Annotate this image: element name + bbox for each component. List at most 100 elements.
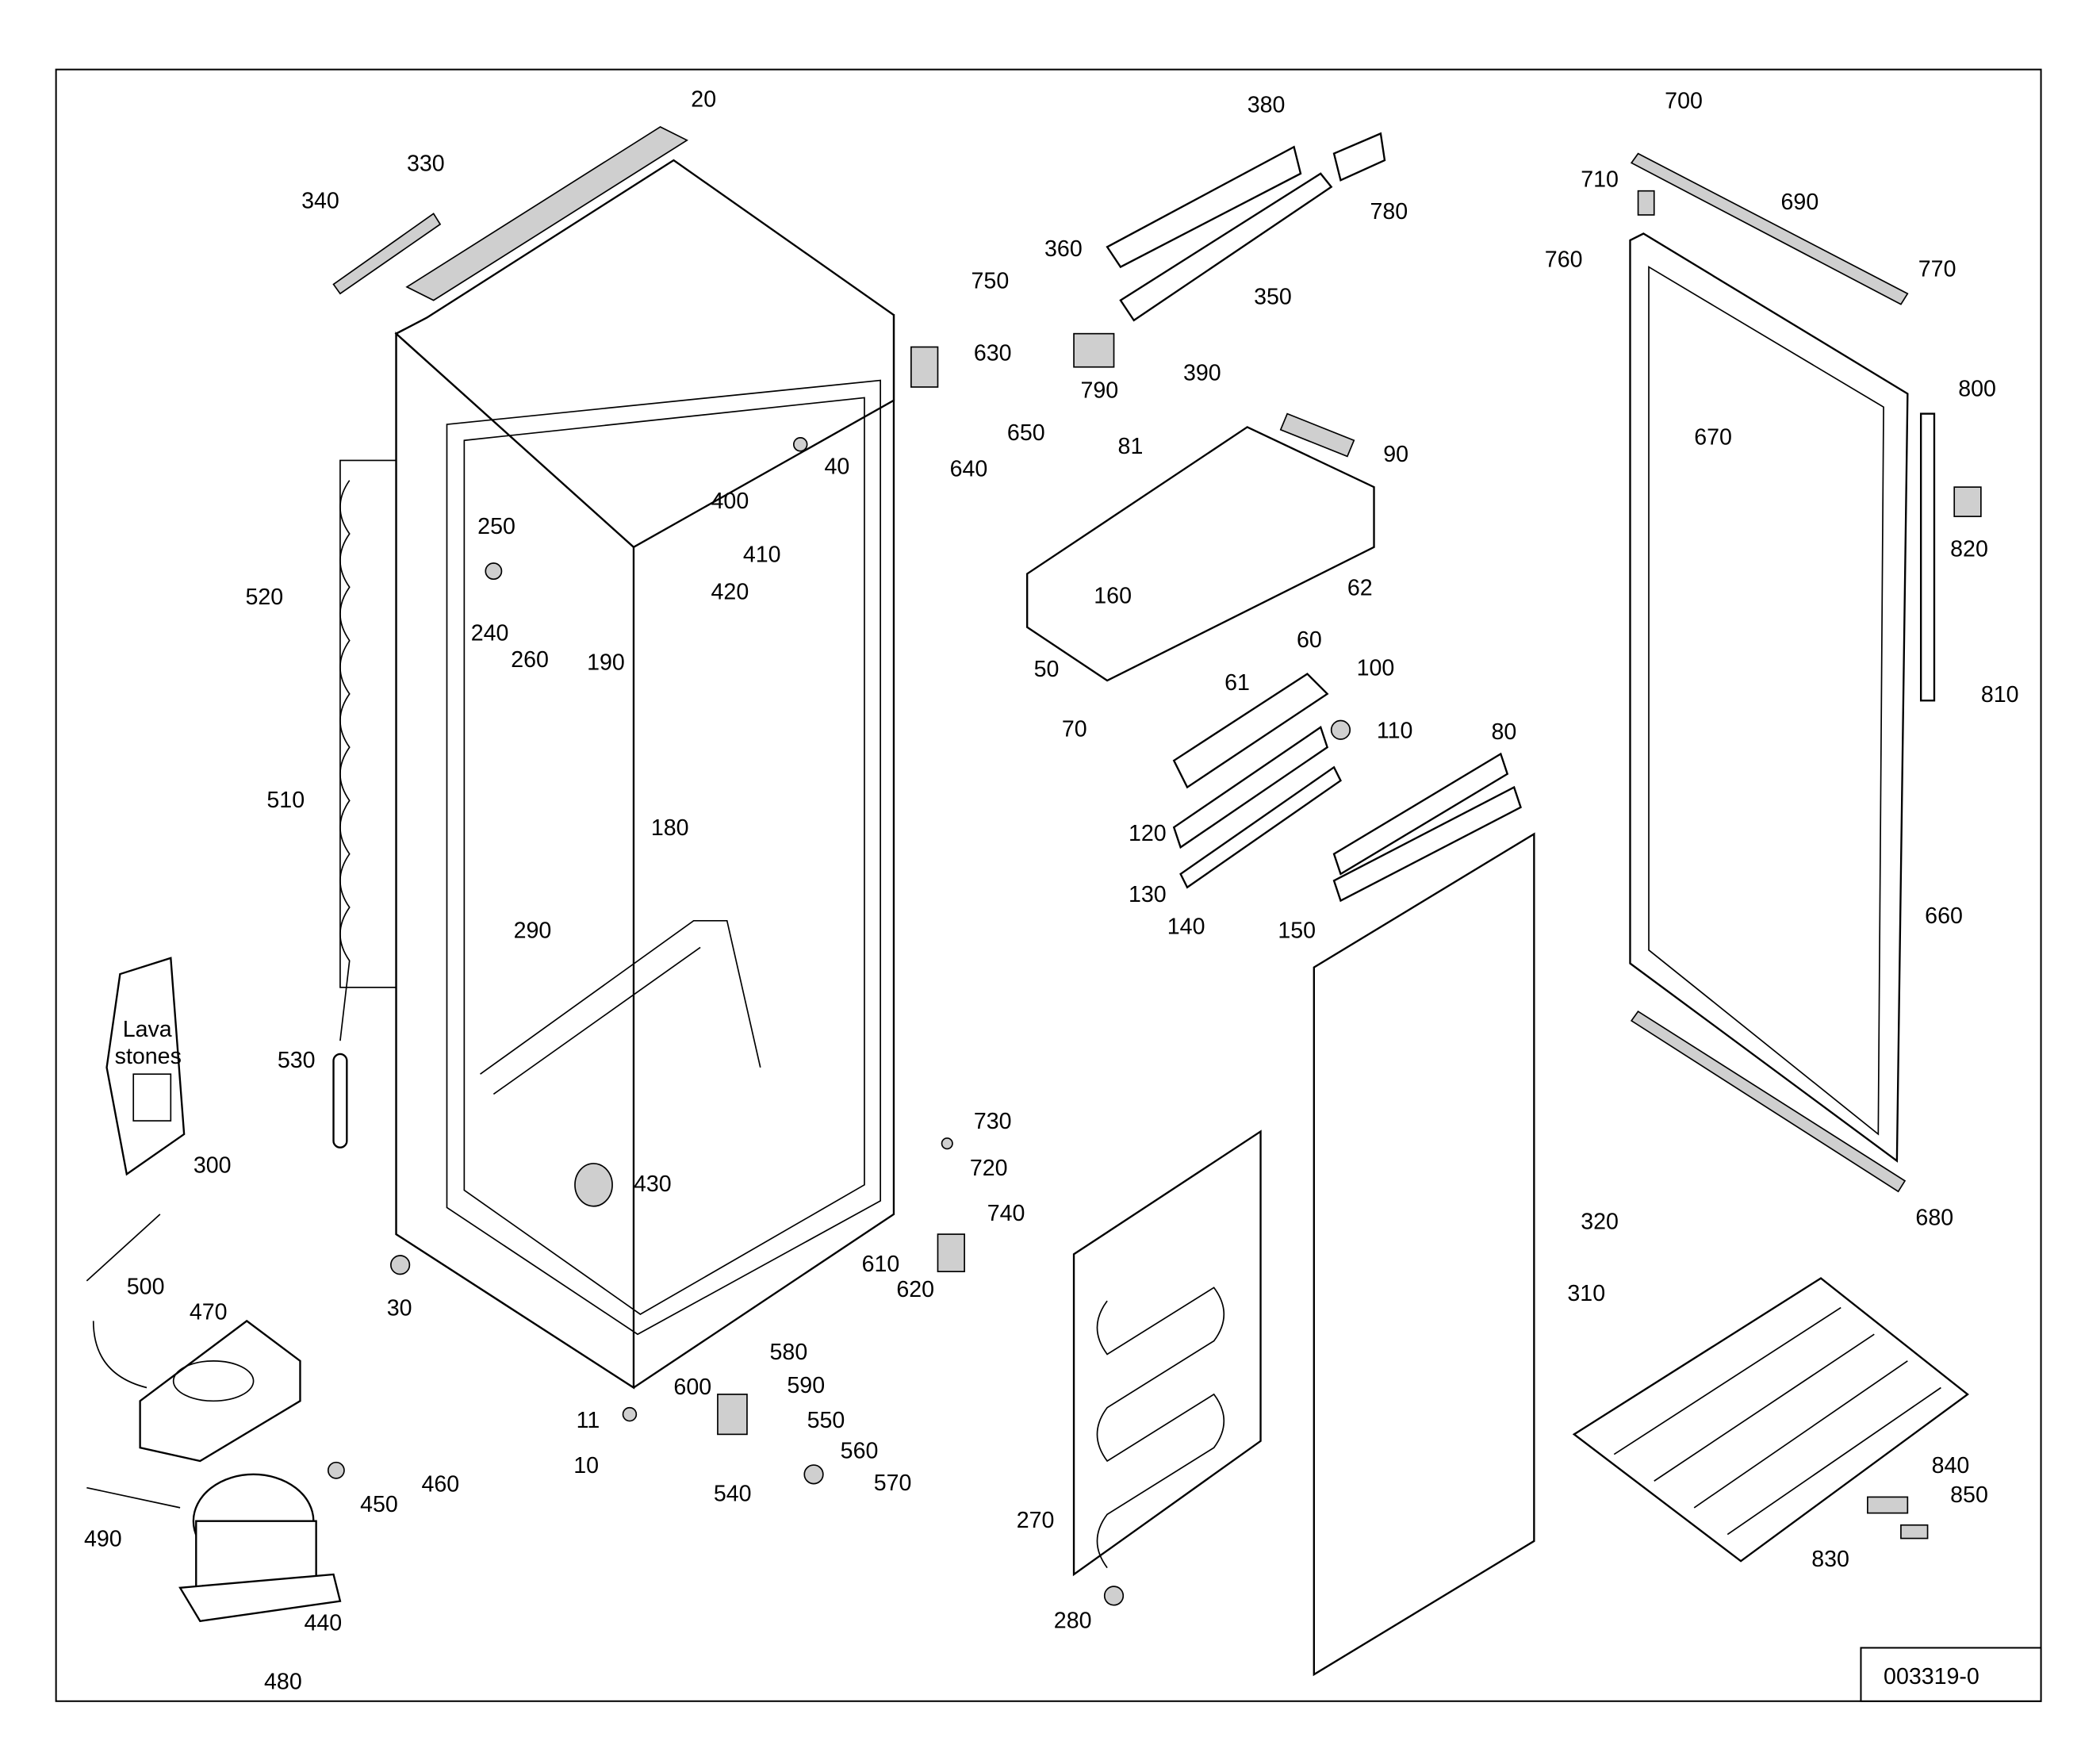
capillary-part-530: [332, 1053, 348, 1149]
part-label-390: 390: [1183, 361, 1221, 386]
board-part-80: [1332, 752, 1509, 876]
control-panel-part-360: [1106, 145, 1302, 269]
part-label-480: 480: [264, 1670, 302, 1695]
rear-panel-part-310: [1313, 832, 1535, 1677]
part-840: [1867, 1496, 1909, 1514]
part-label-430: 430: [634, 1172, 672, 1197]
part-label-670: 670: [1694, 424, 1732, 450]
part-label-130: 130: [1129, 882, 1167, 907]
part-label-110: 110: [1377, 718, 1413, 743]
part-label-450: 450: [360, 1492, 398, 1517]
part-label-690: 690: [1781, 190, 1819, 215]
part-label-790: 790: [1080, 378, 1118, 403]
part-label-120: 120: [1129, 821, 1167, 846]
part-label-400: 400: [711, 489, 749, 514]
part-label-50: 50: [1034, 657, 1060, 682]
part-label-530: 530: [278, 1048, 316, 1073]
part-label-30: 30: [387, 1296, 412, 1321]
part-label-550: 550: [807, 1408, 845, 1433]
pipe-part-490: [86, 1486, 181, 1509]
part-label-20: 20: [691, 87, 716, 113]
part-label-60: 60: [1297, 627, 1322, 653]
part-label-440: 440: [305, 1611, 343, 1636]
part-label-730: 730: [974, 1109, 1012, 1134]
part-label-90: 90: [1383, 442, 1408, 467]
part-label-150: 150: [1278, 918, 1316, 944]
bag-text-line2: stones: [115, 1044, 182, 1069]
hinge-bar-part-680: [1630, 1010, 1907, 1193]
door-part-660: [1629, 152, 1936, 1193]
part-label-11: 11: [577, 1408, 600, 1433]
fan-part-430: [574, 1163, 613, 1207]
part-label-840: 840: [1932, 1453, 1970, 1478]
rail-part-350: [1119, 172, 1333, 322]
part-label-300: 300: [194, 1153, 232, 1179]
part-label-460: 460: [422, 1472, 460, 1497]
cabinet-body: [390, 159, 895, 1390]
part-label-700: 700: [1665, 88, 1703, 113]
part-label-280: 280: [1054, 1608, 1092, 1633]
evaporator-part-270: [1072, 1129, 1262, 1577]
part-label-800: 800: [1958, 377, 1996, 402]
part-label-100: 100: [1357, 655, 1395, 681]
part-label-470: 470: [190, 1300, 228, 1325]
part-label-520: 520: [245, 585, 283, 610]
part-label-80: 80: [1492, 719, 1517, 745]
part-label-310: 310: [1567, 1281, 1605, 1306]
part-label-750: 750: [972, 268, 1010, 293]
part-label-240: 240: [471, 621, 509, 646]
part-label-510: 510: [266, 788, 305, 813]
part-label-340: 340: [301, 189, 339, 214]
part-label-62: 62: [1347, 575, 1373, 600]
part-90: [1279, 412, 1355, 458]
part-label-850: 850: [1950, 1482, 1988, 1508]
part-label-720: 720: [970, 1156, 1008, 1181]
part-label-330: 330: [407, 151, 445, 176]
part-label-360: 360: [1044, 236, 1083, 262]
part-label-410: 410: [743, 542, 781, 567]
part-label-680: 680: [1915, 1205, 1953, 1230]
pad-part-790: [1073, 332, 1115, 368]
top-grille-part-20: [405, 125, 688, 301]
part-labels: 2033034075063065064040400410420250240260…: [84, 87, 2019, 1695]
part-label-580: 580: [770, 1340, 808, 1365]
part-label-760: 760: [1545, 247, 1583, 273]
drawing-number-box: [1860, 1647, 2042, 1702]
part-label-570: 570: [874, 1471, 912, 1496]
part-label-270: 270: [1017, 1508, 1055, 1533]
part-label-820: 820: [1950, 537, 1988, 562]
part-label-160: 160: [1094, 583, 1132, 608]
condenser-part-510: [339, 459, 397, 1041]
part-label-40: 40: [825, 454, 850, 479]
part-label-610: 610: [862, 1252, 900, 1277]
part-label-560: 560: [841, 1439, 879, 1464]
part-label-81: 81: [1118, 434, 1144, 459]
part-label-770: 770: [1918, 256, 1956, 282]
tube-part-120: [1172, 726, 1329, 849]
drawing-number: 003319-0: [1884, 1664, 1979, 1689]
part-label-650: 650: [1007, 420, 1045, 446]
handle-part-800: [1919, 412, 1936, 702]
part-label-630: 630: [974, 340, 1012, 366]
part-label-640: 640: [950, 457, 988, 482]
small-parts: [327, 190, 1982, 1606]
part-label-380: 380: [1247, 92, 1286, 117]
foot-part-30: [390, 1255, 411, 1275]
housing-part-50: [1026, 426, 1375, 682]
part-label-500: 500: [127, 1275, 165, 1300]
part-label-780: 780: [1370, 199, 1408, 224]
part-label-490: 490: [84, 1527, 122, 1552]
part-label-660: 660: [1925, 903, 1963, 929]
part-label-590: 590: [787, 1373, 825, 1398]
part-label-710: 710: [1581, 167, 1619, 193]
lava-stones-bag-part-300: Lava stones: [105, 957, 186, 1176]
part-850: [1900, 1524, 1929, 1540]
part-label-10: 10: [573, 1453, 599, 1478]
part-label-190: 190: [587, 650, 625, 676]
part-label-740: 740: [987, 1201, 1025, 1226]
part-label-620: 620: [896, 1277, 934, 1302]
tray-part-470: [139, 1319, 301, 1463]
part-label-600: 600: [673, 1375, 711, 1400]
part-label-810: 810: [1981, 682, 2019, 708]
